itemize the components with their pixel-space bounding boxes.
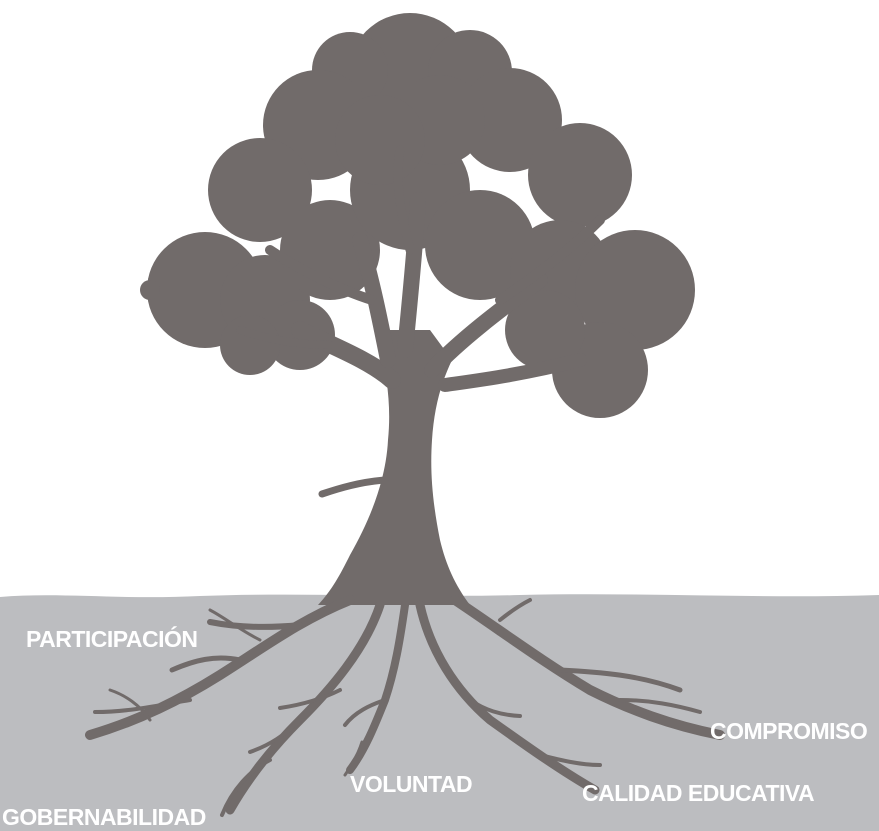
tree-silhouette-icon [85, 13, 725, 817]
root-label-participacion: PARTICIPACIÓN [26, 626, 198, 652]
tree-branches [236, 145, 605, 498]
root-label-voluntad: VOLUNTAD [350, 771, 473, 797]
root-label-gobernabilidad: GOBERNABILIDAD [2, 804, 206, 830]
ground-area [0, 594, 879, 831]
tree-roots [85, 595, 725, 817]
tree-trunk [318, 330, 470, 605]
tree-canopy [140, 13, 695, 418]
root-label-compromiso: COMPROMISO [710, 718, 868, 744]
root-label-calidad-educativa: CALIDAD EDUCATIVA [582, 780, 815, 806]
